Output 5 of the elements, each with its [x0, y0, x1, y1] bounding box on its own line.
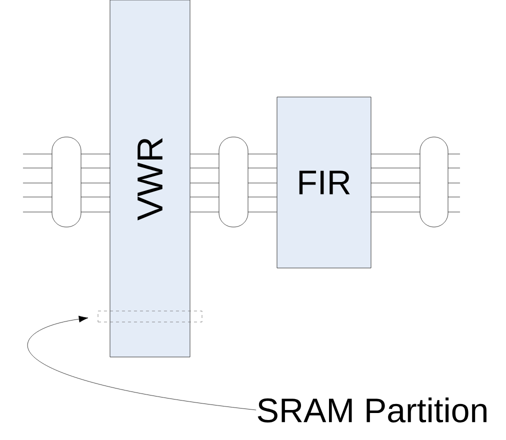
block-box: FIR: [276, 96, 372, 268]
curved-arrow: [28, 316, 256, 410]
dashed-box: [98, 310, 202, 322]
block-box: VWR: [110, 0, 190, 358]
callout-text: SRAM Partition: [258, 398, 486, 422]
